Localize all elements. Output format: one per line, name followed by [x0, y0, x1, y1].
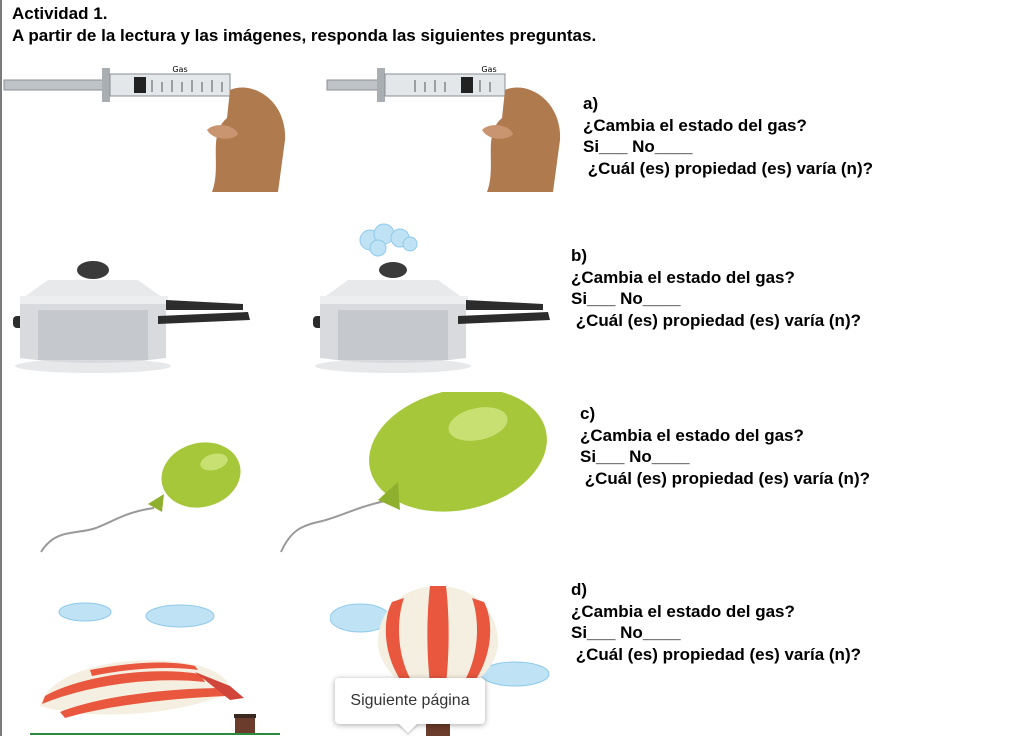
question-letter: a) [583, 94, 599, 113]
question-text: ¿Cambia el estado del gas? [583, 115, 807, 135]
pressure-cooker-illustration-1 [13, 261, 250, 373]
next-page-tooltip[interactable]: Siguiente página [335, 678, 485, 724]
question-a: a) ¿Cambia el estado del gas? Si___ No__… [583, 93, 873, 179]
hot-air-balloon-deflated-illustration [30, 602, 280, 735]
syringe-gas-label: Gas [172, 65, 187, 74]
question-text: ¿Cambia el estado del gas? [580, 425, 804, 445]
instruction-text: A partir de la lectura y las imágenes, r… [12, 26, 597, 45]
balloon-large-illustration [280, 392, 547, 553]
question-letter: b) [571, 246, 588, 265]
property-question: ¿Cuál (es) propiedad (es) varía (n)? [580, 468, 870, 488]
property-question: ¿Cuál (es) propiedad (es) varía (n)? [571, 310, 861, 330]
answer-line: Si___ No____ [571, 623, 681, 642]
question-letter: d) [571, 580, 588, 599]
question-c: c) ¿Cambia el estado del gas? Si___ No__… [580, 403, 870, 489]
balloon-small-illustration [40, 442, 241, 553]
syringe-illustration-1: Gas [3, 65, 286, 192]
next-page-label: Siguiente página [350, 692, 470, 709]
question-letter: c) [580, 404, 596, 423]
question-d: d) ¿Cambia el estado del gas? Si___ No__… [571, 579, 861, 665]
activity-title: Actividad 1. [12, 4, 108, 23]
question-b: b) ¿Cambia el estado del gas? Si___ No__… [571, 245, 861, 331]
pressure-cooker-illustration-2 [313, 223, 550, 373]
syringe-illustration-2: Gas [326, 65, 561, 192]
answer-line: Si___ No____ [580, 447, 690, 466]
property-question: ¿Cuál (es) propiedad (es) varía (n)? [583, 158, 873, 178]
property-question: ¿Cuál (es) propiedad (es) varía (n)? [571, 644, 861, 664]
tooltip-arrow [398, 723, 418, 733]
answer-line: Si___ No____ [583, 137, 693, 156]
answer-line: Si___ No____ [571, 289, 681, 308]
page-left-border [0, 0, 2, 736]
question-text: ¿Cambia el estado del gas? [571, 601, 795, 621]
syringe-gas-label: Gas [481, 65, 496, 74]
question-text: ¿Cambia el estado del gas? [571, 267, 795, 287]
